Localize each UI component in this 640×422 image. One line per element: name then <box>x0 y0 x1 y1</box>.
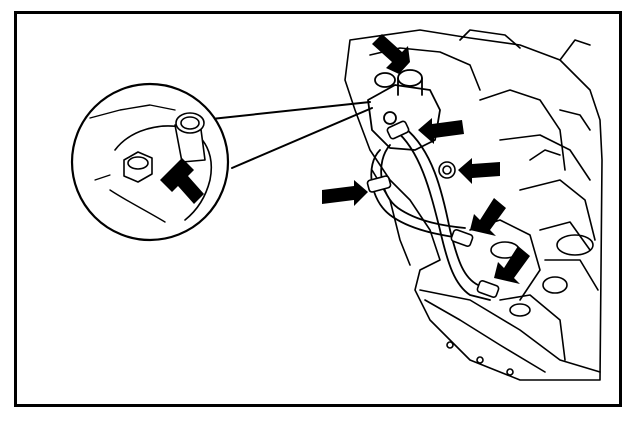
pointer-arrow-icon <box>160 158 204 204</box>
pointer-arrow-icon <box>458 158 500 184</box>
pipe-end-icon <box>174 112 206 163</box>
cooler-pipes <box>370 127 496 301</box>
hose-clamp-icon <box>386 120 410 140</box>
hose-clamp-icon <box>476 279 500 299</box>
hose-clamp-icon <box>450 228 474 248</box>
pipe-fitting-block <box>367 69 441 151</box>
bolt-icon <box>123 151 153 183</box>
pointer-arrow-icon <box>494 246 530 284</box>
detail-callout-lines <box>201 101 373 169</box>
pointer-arrows <box>160 34 530 284</box>
pointer-arrow-icon <box>418 118 464 144</box>
pointer-arrow-icon <box>372 34 410 74</box>
bolt-icon <box>438 161 456 179</box>
hose-clamps <box>366 120 500 299</box>
hose-clamp-icon <box>366 175 392 193</box>
pointer-arrow-icon <box>470 198 506 236</box>
pointer-arrow-icon <box>322 180 368 206</box>
detail-view <box>70 82 230 242</box>
